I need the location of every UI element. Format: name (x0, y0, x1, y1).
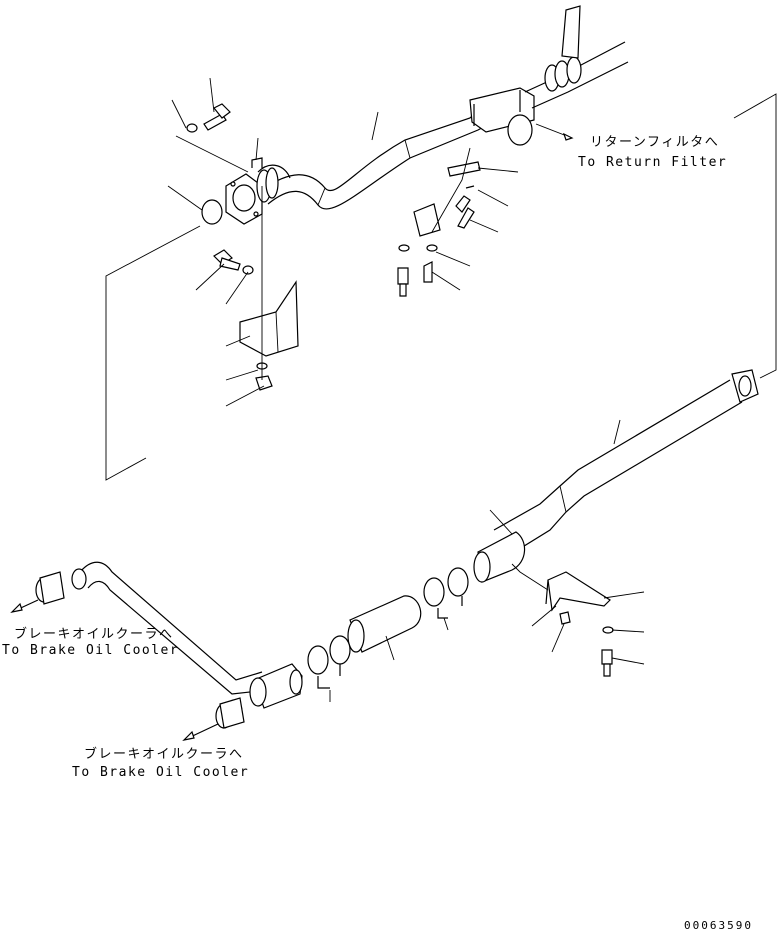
o-ring (201, 199, 223, 225)
brake-cooler-1-label-jp: ブレーキオイルクーラへ (14, 627, 174, 642)
hose-clamps-right (423, 567, 469, 619)
reference-lines (105, 77, 777, 702)
upper-bolt (186, 103, 231, 133)
upper-flange (225, 173, 263, 225)
return-filter-label-en: To Return Filter (578, 155, 728, 170)
lower-right-flange (731, 369, 759, 403)
upper-right-clamp (524, 5, 629, 109)
lower-right-fasteners (511, 563, 614, 677)
lower-pipe-assembly (10, 369, 759, 741)
left-coupling-2 (215, 697, 245, 729)
hose-clamps-left (307, 635, 351, 689)
rubber-hose (347, 595, 422, 653)
tee-fitting (469, 87, 535, 146)
lower-tee-fitting (249, 663, 303, 709)
return-filter-label-jp: リターンフィルタへ (590, 135, 720, 150)
upper-pipe-assembly (186, 5, 629, 391)
upper-hose-clamp (251, 157, 279, 203)
bracket-fasteners (213, 249, 273, 391)
brake-cooler-1-label-en: To Brake Oil Cooler (2, 643, 180, 658)
left-coupling-1 (35, 571, 65, 605)
upper-bracket (413, 161, 481, 237)
lower-right-bracket (545, 571, 611, 612)
support-bracket (239, 280, 299, 357)
brake-cooler-2-label-en: To Brake Oil Cooler (72, 765, 250, 780)
brake-cooler-2-label-jp: ブレーキオイルクーラへ (84, 747, 244, 762)
upper-right-bolts (397, 185, 475, 297)
figure-number: 00063590 (684, 919, 753, 932)
